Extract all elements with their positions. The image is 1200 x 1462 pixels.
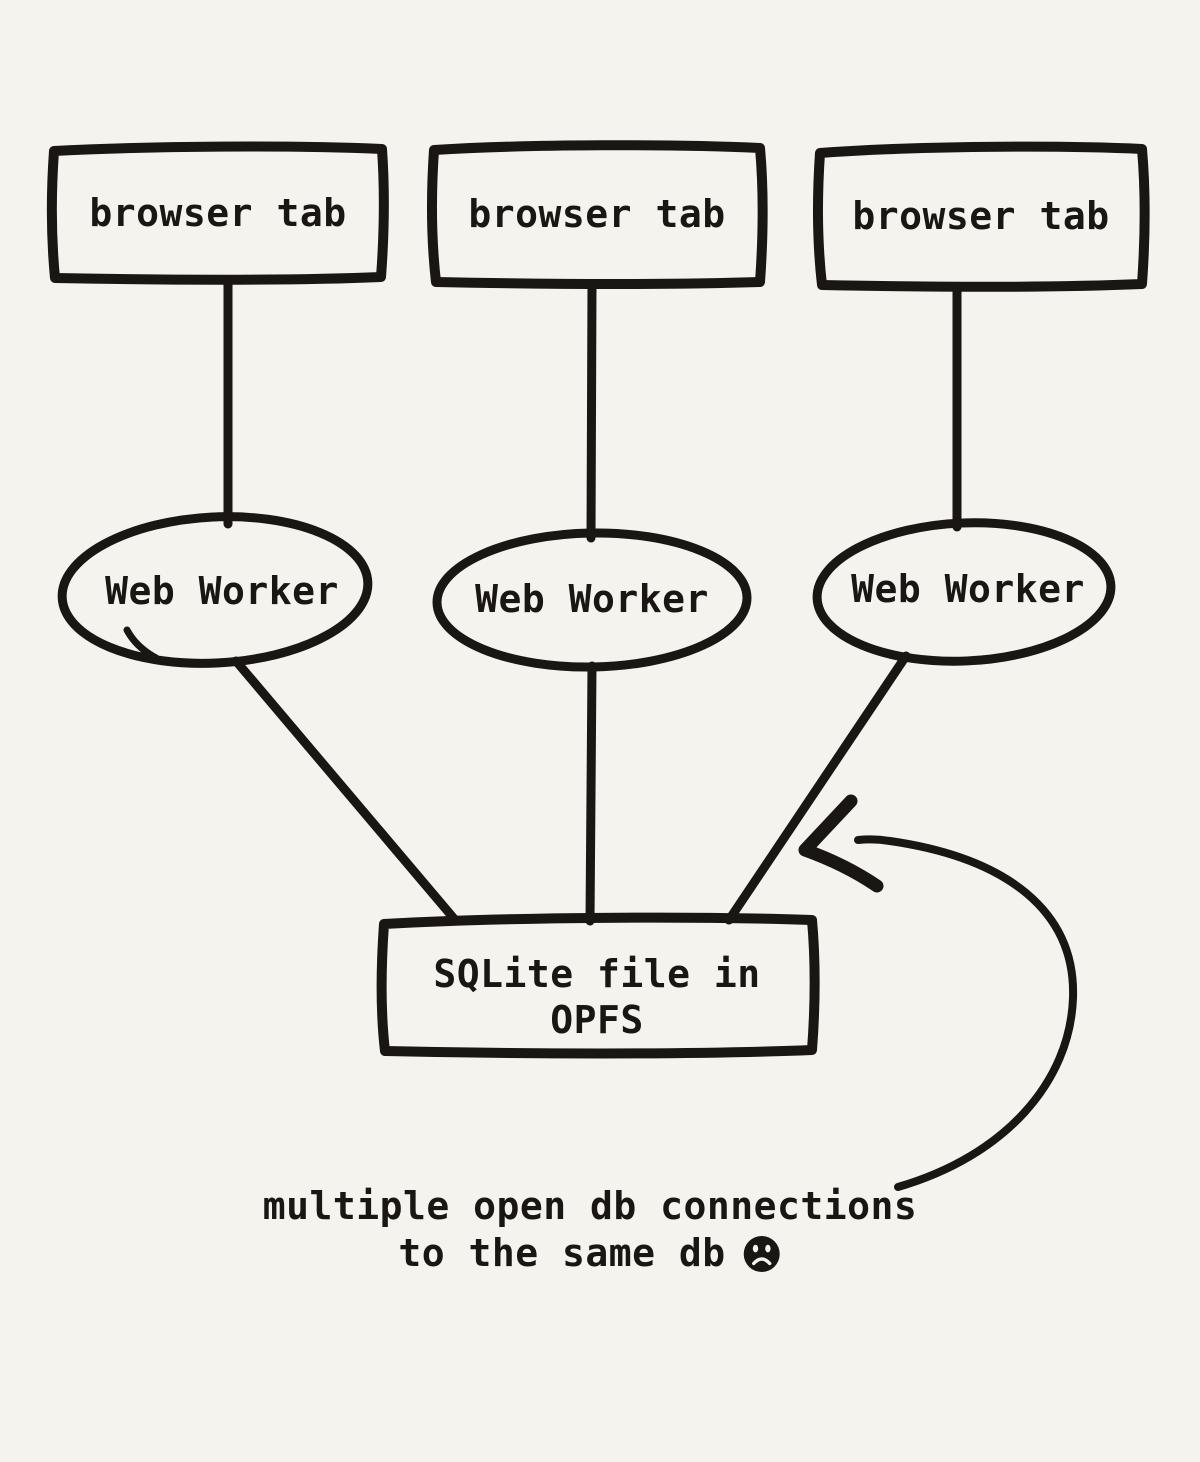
web-worker-3-ellipse (812, 518, 1116, 666)
connector-tab2-worker2 (586, 279, 597, 543)
sqlite-label-line2: OPFS (550, 998, 644, 1042)
caption-line-2-text: to the same db (398, 1231, 726, 1275)
browser-tab-3-label: browser tab (852, 194, 1110, 238)
caption-line-2: to the same db (263, 1230, 918, 1277)
connector-worker3-sqlite (724, 651, 911, 925)
web-worker-1-ellipse (57, 512, 373, 668)
annotation-arrow-curve (854, 835, 1078, 1191)
browser-tab-1-label: browser tab (89, 191, 347, 235)
web-worker-3-label: Web Worker (851, 567, 1085, 611)
browser-tab-3-box (812, 141, 1150, 292)
sqlite-box (376, 912, 820, 1059)
browser-tab-1-box (46, 141, 389, 285)
sqlite-label: SQLite file in OPFS (433, 951, 760, 1043)
caption-line-1: multiple open db connections (262, 1184, 918, 1228)
web-worker-1-label: Web Worker (105, 569, 339, 613)
caption: multiple open db connections to the same… (263, 1183, 918, 1277)
web-worker-2-label: Web Worker (475, 577, 709, 621)
connector-worker2-sqlite (585, 661, 597, 926)
browser-tab-2-label: browser tab (468, 192, 726, 236)
annotation-arrow-head (798, 794, 884, 893)
browser-tab-2-box (426, 140, 768, 289)
connector-worker1-sqlite (231, 656, 461, 926)
sqlite-label-line1: SQLite file in (433, 952, 761, 996)
web-worker-1-pen-overlap (123, 626, 160, 662)
frowning-face-icon (743, 1235, 780, 1272)
